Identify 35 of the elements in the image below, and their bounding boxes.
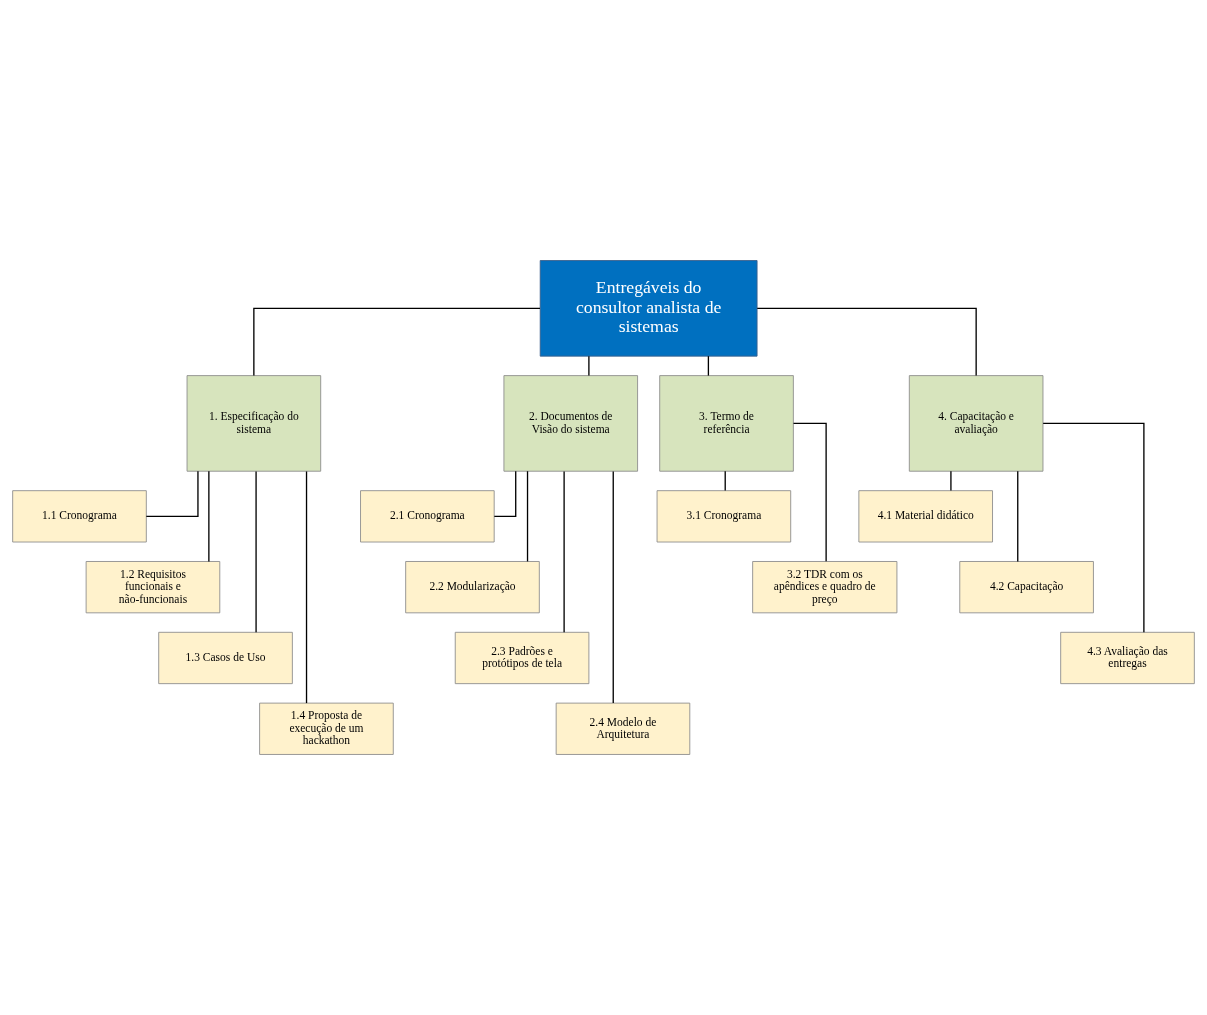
connector [1042,422,1145,633]
node-box: 4.1 Material didático [858,490,993,543]
node-box: 4. Capacitação e avaliação [908,375,1044,472]
node-box: 3.2 TDR com os apêndices e quadro de preço [752,561,898,614]
node-box: Entregáveis do consultor analista de sistemas [539,260,758,357]
connector [563,470,565,633]
node-box: 4.3 Avaliação das entregas [1060,631,1195,685]
connector [493,470,517,517]
connector [612,470,614,704]
connector [255,470,257,633]
node-box: 1.2 Requisitos funcionais e não-funcionais [85,561,221,614]
connector [707,355,710,377]
connector [305,470,308,704]
connector [724,470,726,492]
node-box: 3.1 Cronograma [656,490,792,543]
node-box: 2.3 Padrões e protótipos de tela [454,631,590,685]
node-box: 1.4 Proposta de execução de um hackathon [259,702,394,755]
node-box: 1. Especificação do sistema [186,375,322,472]
node-box: 4.2 Capacitação [959,561,1094,614]
node-box: 2.4 Modelo de Arquitetura [555,702,691,755]
connector [950,470,952,492]
connector [208,470,210,563]
connector [145,470,199,517]
node-box: 3. Termo de referência [659,375,794,472]
connector [756,307,977,377]
node-box: 1.1 Cronograma [12,490,147,543]
connector [253,307,541,377]
node-box: 1.3 Casos de Uso [158,631,293,685]
connector [526,470,529,563]
node-box: 2.1 Cronograma [360,490,495,543]
connector [1017,470,1019,563]
node-box: 2. Documentos de Visão do sistema [503,375,639,472]
connector [588,355,590,377]
node-box: 2.2 Modularização [405,561,540,614]
connector [792,422,827,562]
